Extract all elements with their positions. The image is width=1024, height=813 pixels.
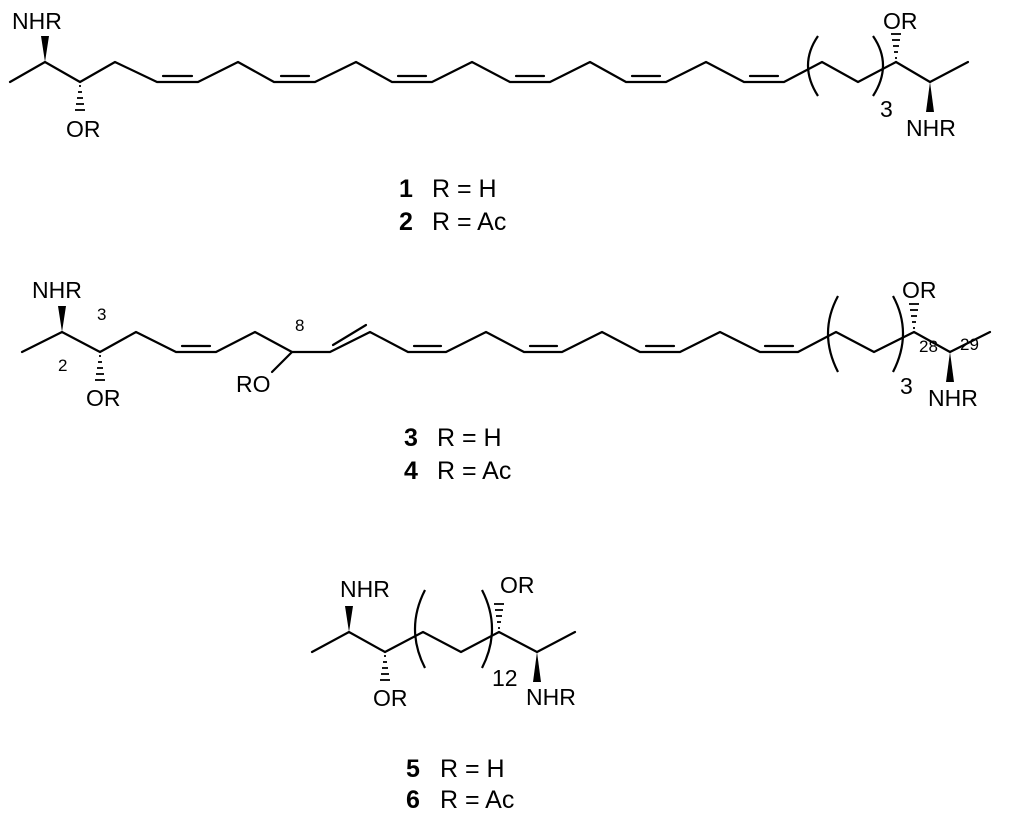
repeat-count: 3: [880, 96, 893, 122]
wedge-bond: [345, 606, 353, 632]
backbone-left-1: [8, 60, 898, 84]
wedge-bond: [58, 306, 66, 332]
compound-number: 3: [404, 424, 418, 452]
hashed-bond: [909, 303, 919, 329]
or-label: OR: [902, 277, 937, 303]
repeat-count: 12: [492, 665, 518, 691]
locant-3: 3: [97, 305, 106, 324]
hashed-bond: [75, 85, 85, 111]
repeat-bracket-open: [807, 35, 819, 97]
caption-5: 5 R = H: [406, 755, 505, 783]
compound-number: 5: [406, 755, 420, 783]
locant-8: 8: [295, 316, 304, 335]
substituent-definition: R = H: [437, 424, 502, 452]
or-label: OR: [500, 572, 535, 598]
caption-1: 1 R = H: [399, 175, 497, 203]
hashed-bond: [380, 655, 390, 681]
nhr-label: NHR: [906, 115, 956, 141]
locant-2: 2: [58, 356, 67, 375]
compound-number: 4: [404, 457, 418, 485]
repeat-bracket-open: [826, 295, 839, 373]
compound-number: 2: [399, 208, 413, 236]
backbone-5: [310, 630, 577, 654]
compound-5-6-structure: NHR OR OR NHR 12: [310, 572, 577, 711]
repeat-count: 3: [900, 373, 913, 399]
backbone-3: [20, 330, 992, 354]
trans-double-bond: [331, 323, 368, 347]
locant-28: 28: [919, 337, 938, 356]
repeat-bracket-open: [413, 589, 426, 669]
c8-oxygen-bond: [270, 350, 294, 374]
nhr-label: NHR: [340, 576, 390, 602]
compound-number: 1: [399, 175, 413, 203]
substituent-definition: R = Ac: [432, 208, 506, 236]
or-label: OR: [883, 8, 918, 34]
compound-number: 6: [406, 786, 420, 813]
repeat-bracket-close: [892, 295, 905, 373]
nhr-label: NHR: [12, 8, 62, 34]
substituent-definition: R = H: [432, 175, 497, 203]
repeat-bracket-close: [872, 35, 884, 97]
repeat-bracket-close: [481, 589, 494, 669]
wedge-bond: [41, 36, 49, 62]
compound-1-2-structure: NHR OR OR NHR 3: [8, 8, 970, 142]
caption-3: 3 R = H: [404, 424, 502, 452]
hashed-bond: [494, 603, 504, 629]
substituent-definition: R = H: [440, 755, 505, 783]
ro-label: RO: [236, 371, 271, 397]
wedge-bond: [533, 652, 541, 682]
wedge-bond: [926, 82, 934, 112]
substituent-definition: R = Ac: [440, 786, 514, 813]
compound-3-4-structure: NHR OR RO OR NHR 3 2 3 8 28 29: [20, 277, 992, 411]
nhr-label: NHR: [526, 684, 576, 710]
caption-6: 6 R = Ac: [406, 786, 514, 813]
caption-2: 2 R = Ac: [399, 208, 506, 236]
or-label: OR: [86, 385, 121, 411]
or-label: OR: [66, 116, 101, 142]
backbone-right-1: [894, 60, 970, 84]
caption-4: 4 R = Ac: [404, 457, 511, 485]
or-label: OR: [373, 685, 408, 711]
nhr-label: NHR: [32, 277, 82, 303]
hashed-bond: [891, 33, 901, 59]
substituent-definition: R = Ac: [437, 457, 511, 485]
wedge-bond: [946, 352, 954, 382]
locant-29: 29: [960, 335, 979, 354]
nhr-label: NHR: [928, 385, 978, 411]
hashed-bond: [95, 355, 105, 381]
